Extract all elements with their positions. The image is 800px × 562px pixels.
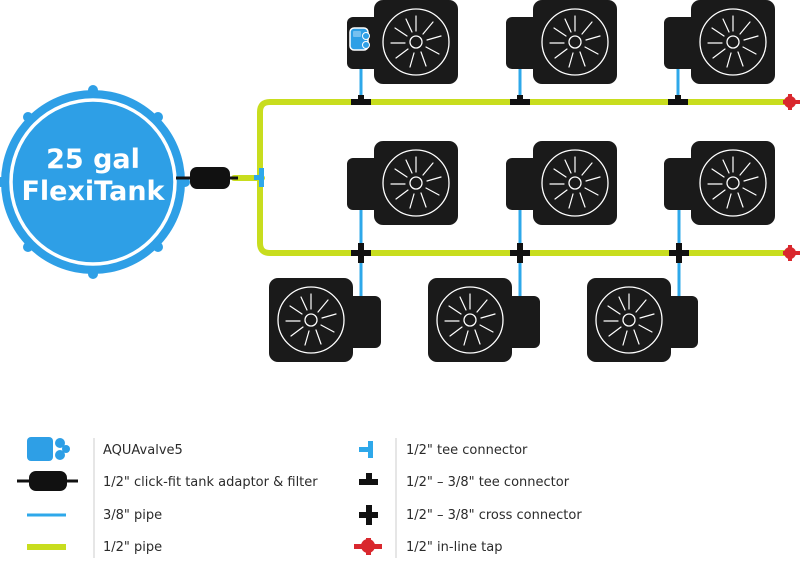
inline-tap xyxy=(783,94,800,110)
reducing-tee-connector-icon xyxy=(359,473,378,485)
legend-label: AQUAvalve5 xyxy=(103,443,183,458)
pot xyxy=(268,277,381,363)
pot xyxy=(506,0,618,85)
legend-label: 3/8" pipe xyxy=(103,508,162,523)
pot-grid xyxy=(268,0,776,363)
tee-connector xyxy=(254,168,264,187)
flexitank: 25 gal FlexiTank xyxy=(0,85,190,279)
legend: AQUAvalve5 1/2" click-fit tank adaptor &… xyxy=(17,437,582,558)
cross-connectors xyxy=(351,243,689,263)
pot xyxy=(506,140,618,226)
tank-label-capacity: 25 gal xyxy=(46,144,140,175)
legend-label: 1/2" – 3/8" tee connector xyxy=(406,475,570,490)
tank-label-name: FlexiTank xyxy=(21,176,165,207)
tee-connector-icon xyxy=(359,441,373,458)
legend-label: 1/2" click-fit tank adaptor & filter xyxy=(103,475,318,490)
pot xyxy=(427,277,540,363)
legend-label: 1/2" – 3/8" cross connector xyxy=(406,508,582,523)
inline-tap-icon xyxy=(354,538,382,555)
legend-label: 1/2" pipe xyxy=(103,540,162,555)
pot xyxy=(347,140,459,226)
reducing-tee-connectors xyxy=(351,95,688,105)
aquavalve-icon xyxy=(27,437,70,461)
tank-adaptor-filter-icon xyxy=(17,471,78,491)
pot xyxy=(664,140,776,226)
cross-connector-icon xyxy=(359,505,378,525)
aquavalve xyxy=(349,27,370,51)
pot xyxy=(664,0,776,85)
pot xyxy=(586,277,698,363)
legend-label: 1/2" tee connector xyxy=(406,443,528,458)
legend-label: 1/2" in-line tap xyxy=(406,540,502,555)
inline-tap xyxy=(783,245,800,261)
tank-adaptor-filter xyxy=(176,167,238,189)
